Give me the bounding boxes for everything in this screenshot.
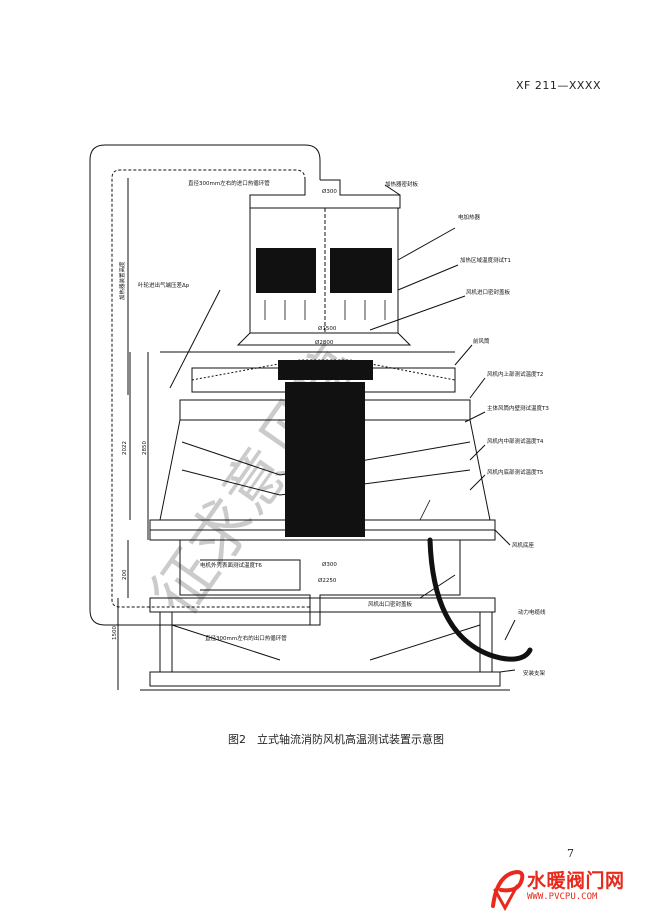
label-motor-surface-temp: 电机外壳表面测试温度T6 — [200, 561, 262, 569]
label-inlet-pipe: 直径300mm左右的进口热循环管 — [188, 179, 270, 187]
label-electric-heater: 电加热器 — [458, 213, 481, 221]
label-front-duct: 前风筒 — [473, 337, 490, 345]
dim-h2022: 2022 — [122, 441, 128, 455]
site-logo[interactable]: 水暖阀门网 WWW.PVCPU.COM — [487, 866, 643, 912]
label-main-duct-wall-temp: 主体风筒内壁测试温度T3 — [487, 404, 549, 412]
label-fan-bottom-temp: 风机内底部测试温度T5 — [487, 468, 544, 476]
label-fan-inlet-seal: 风机进口密封盖板 — [466, 288, 511, 296]
label-mount-bracket: 安装支架 — [523, 669, 546, 677]
logo-name: 水暖阀门网 — [527, 870, 625, 892]
figure-caption: 图2 立式轴流消防风机高温测试装置示意图 — [228, 733, 444, 746]
dim-h200: 200 — [122, 569, 128, 580]
label-fan-upper-temp: 风机内上部测试温度T2 — [487, 370, 543, 378]
label-power-cable: 动力电缆线 — [518, 608, 546, 616]
label-heater-height: 加热器装置高度 — [118, 261, 126, 300]
page-number: 7 — [567, 847, 574, 860]
label-impeller-pressure: 叶轮进出气端压差Δp — [138, 281, 190, 289]
label-fan-outlet-seal: 风机出口密封盖板 — [368, 600, 413, 608]
dim-d2250: Ø2250 — [318, 577, 337, 584]
dim-d1500: Ø1500 — [318, 325, 337, 332]
label-fan-base: 风机底座 — [512, 541, 535, 549]
label-outlet-pipe: 直径300mm左右的出口热循环管 — [205, 634, 287, 642]
standard-code: XF 211—XXXX — [516, 79, 601, 92]
dim-d2800: Ø2800 — [315, 339, 334, 346]
label-heater-seal: 加热器密封板 — [385, 180, 419, 188]
dim-d300-bottom: Ø300 — [322, 561, 337, 568]
dim-h2850: 2850 — [142, 441, 148, 455]
dim-d300-top: Ø300 — [322, 188, 337, 195]
label-fan-middle-temp: 风机内中部测试温度T4 — [487, 437, 544, 445]
dim-h1500: 1500 — [112, 626, 118, 640]
pv-logo-icon — [491, 869, 525, 912]
label-heating-zone-temp: 加热区域温度测试T1 — [460, 256, 511, 264]
logo-url: WWW.PVCPU.COM — [527, 892, 598, 902]
